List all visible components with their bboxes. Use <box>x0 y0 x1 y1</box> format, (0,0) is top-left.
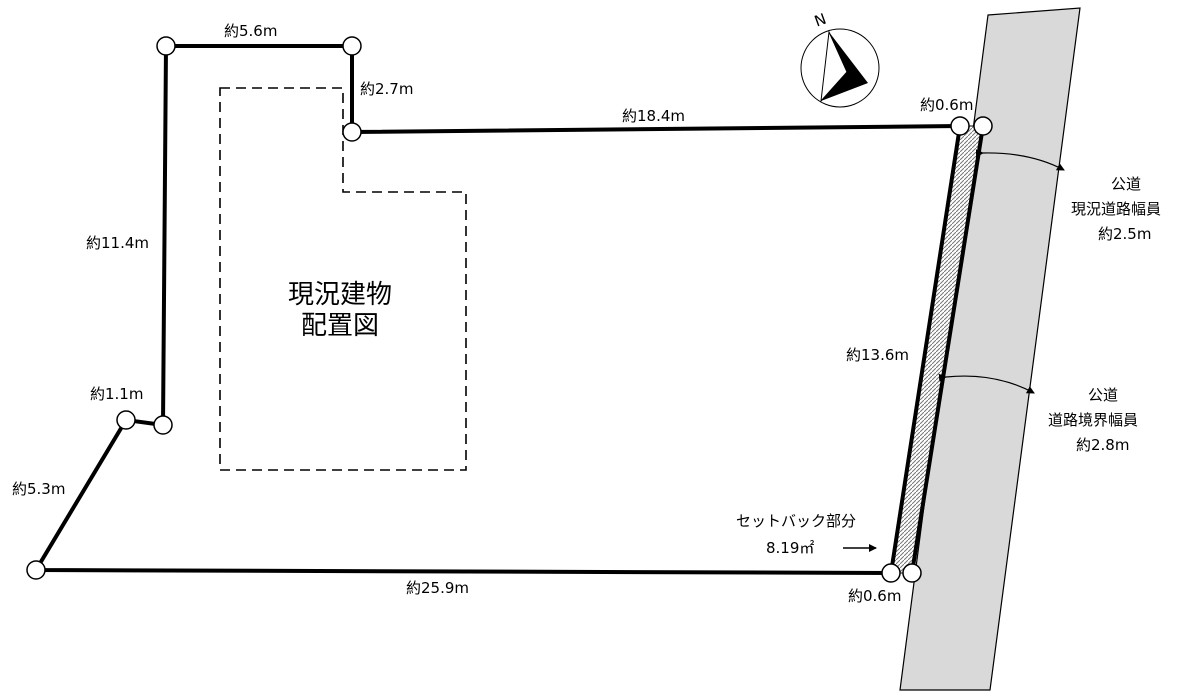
dim-bottom-setback: 約0.6m <box>848 587 901 605</box>
building-label-line2: 配置図 <box>301 311 379 341</box>
road-boundary-line <box>910 125 985 574</box>
road-boundary-line1: 公道 <box>1088 386 1118 404</box>
dim-top-long: 約18.4m <box>622 107 685 125</box>
lot-boundary <box>34 44 961 575</box>
building-label-line1: 現況建物 <box>288 280 392 310</box>
setback-area: 8.19㎡ <box>766 539 814 557</box>
compass: N <box>800 10 880 108</box>
existing-building-outline <box>219 87 467 471</box>
vertex <box>156 36 176 56</box>
vertex <box>902 563 922 583</box>
vertex-markers <box>26 36 993 583</box>
vertex <box>342 122 362 142</box>
dim-left-diag: 約5.3m <box>12 480 65 498</box>
dim-notch: 約2.7m <box>360 80 413 98</box>
dim-bottom: 約25.9m <box>406 579 469 597</box>
dim-right: 約13.6m <box>846 346 909 364</box>
lot-boundary-east <box>889 125 962 574</box>
vertex <box>881 563 901 583</box>
vertex <box>950 116 970 136</box>
road-current-line1: 公道 <box>1111 175 1141 193</box>
road-boundary-line3: 約2.8m <box>1076 436 1129 454</box>
dim-top-short: 約5.6m <box>224 22 277 40</box>
compass-letter: N <box>812 10 829 31</box>
dim-top-setback: 約0.6m <box>920 96 973 114</box>
road-current-line2: 現況道路幅員 <box>1071 200 1161 218</box>
vertex <box>342 36 362 56</box>
setback-label: セットバック部分 <box>736 512 856 530</box>
vertex <box>26 560 46 580</box>
dim-left-long: 約11.4m <box>86 234 149 252</box>
vertex <box>973 116 993 136</box>
vertex <box>116 410 136 430</box>
dim-left-short: 約1.1m <box>90 385 143 403</box>
road-current-line3: 約2.5m <box>1098 225 1151 243</box>
road-boundary-line2: 道路境界幅員 <box>1048 411 1138 429</box>
vertex <box>153 415 173 435</box>
road-width-arc-current <box>975 149 1065 171</box>
road-width-arc-boundary <box>938 373 1035 394</box>
